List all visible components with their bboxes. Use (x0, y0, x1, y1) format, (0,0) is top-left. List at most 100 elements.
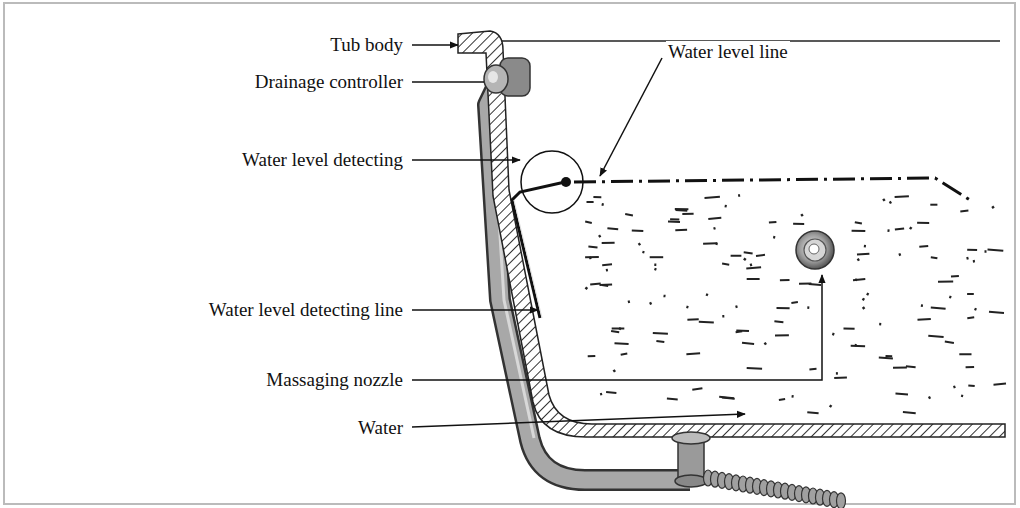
water-dash (836, 372, 838, 375)
water-dash (593, 196, 601, 198)
water-dash (966, 366, 975, 368)
water-dash (775, 334, 789, 336)
leader-lines (412, 45, 822, 427)
water-dash (725, 205, 727, 208)
water-dash (928, 336, 943, 337)
water-dash (773, 236, 775, 239)
water-dash (699, 321, 714, 324)
water-dash (585, 288, 587, 290)
water-dash (896, 393, 909, 396)
tub-wall (458, 31, 1005, 437)
water-dash (888, 229, 890, 232)
water-dash (653, 332, 668, 335)
water-dash (638, 244, 640, 245)
water-dash (744, 252, 753, 253)
part-label: Massaging nozzle (264, 369, 405, 391)
water-dash (736, 331, 743, 332)
water-dash (809, 368, 816, 371)
water-dash (611, 331, 619, 332)
water-dash (621, 354, 628, 355)
water-dash (960, 210, 968, 213)
water-dash (602, 242, 615, 244)
water-dash (588, 246, 597, 249)
water-dash (792, 395, 794, 398)
water-dash (921, 304, 923, 307)
part-label: Water (356, 417, 405, 439)
water-dash (722, 315, 724, 318)
water-dash (600, 393, 602, 396)
water-dash (708, 218, 721, 219)
water-dash (930, 204, 937, 206)
water-dash (830, 405, 832, 406)
water-dash (675, 229, 687, 232)
water-dash (985, 250, 987, 253)
water-dash (799, 282, 811, 284)
water-dash (613, 370, 615, 371)
water-dash (919, 245, 928, 248)
water-dash (664, 295, 666, 298)
water-dash (918, 318, 931, 321)
water-dash (670, 218, 679, 220)
water-dash (628, 300, 630, 303)
water-dash (867, 294, 869, 295)
water-dash (615, 342, 629, 345)
water-dash (706, 293, 708, 296)
water-dash (863, 307, 865, 308)
water-dash (968, 385, 974, 388)
water-dash (650, 256, 664, 258)
water-dash (801, 214, 803, 215)
water-dash (606, 392, 616, 393)
water-dash (676, 209, 688, 212)
water-dash (736, 305, 738, 308)
water-dash (682, 213, 693, 215)
water-dash (893, 366, 907, 368)
water-dash (764, 343, 766, 344)
water-dash (656, 340, 664, 343)
water-dash (747, 367, 762, 370)
water-dash (929, 397, 931, 398)
water-dash (807, 306, 809, 309)
water-dash (959, 353, 971, 355)
water-dash (625, 214, 633, 215)
frame (4, 3, 1015, 504)
water-dash (832, 333, 834, 336)
water-dash (668, 221, 680, 223)
water-dash (746, 267, 761, 268)
water-dash (903, 412, 916, 413)
water-dash (862, 299, 864, 300)
water-dash (686, 306, 688, 309)
water-dash (899, 253, 901, 256)
water-dash (961, 394, 963, 397)
water-dash (967, 317, 974, 318)
water-dash (705, 197, 720, 198)
water-dash (973, 260, 975, 263)
water-dash (988, 249, 1004, 250)
water-dash (834, 377, 847, 380)
water-dash (931, 307, 946, 308)
detecting-wire (512, 182, 565, 318)
water-dash (989, 312, 1004, 313)
water-dash (687, 318, 698, 320)
water-dash (949, 295, 951, 298)
part-label: Drainage controller (253, 71, 405, 93)
water-dash (917, 222, 929, 224)
water-dash (793, 223, 804, 225)
water-dash (600, 283, 613, 286)
part-label: Water level line (666, 41, 790, 63)
water-dash (722, 398, 735, 399)
water-dash (719, 397, 734, 398)
water-dash (910, 227, 912, 228)
part-label: Water level detecting (240, 149, 405, 171)
water-dash (747, 278, 760, 280)
water-dash (642, 251, 644, 254)
corrugated-hose (704, 470, 846, 508)
water-dash (731, 255, 742, 257)
water-dash (844, 327, 855, 329)
water-dash (852, 230, 866, 232)
water-dash (722, 264, 729, 265)
water-dash (607, 227, 618, 230)
water-dash (703, 242, 717, 244)
level-sensor-dot (561, 177, 571, 187)
